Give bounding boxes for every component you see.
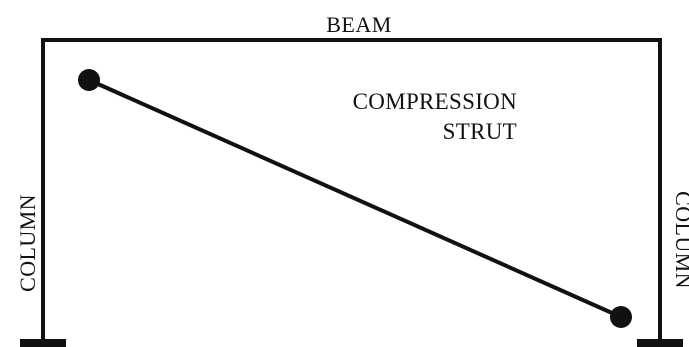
strut-label-line1: COMPRESSION bbox=[353, 89, 517, 114]
right-fixed-support bbox=[637, 339, 683, 347]
right-column-label: COLUMN bbox=[671, 191, 689, 289]
compression-strut bbox=[88, 78, 622, 319]
left-fixed-support bbox=[20, 339, 66, 347]
beam-label: BEAM bbox=[326, 12, 392, 37]
strut-bottom-node bbox=[610, 306, 632, 328]
strut-label-line2: STRUT bbox=[443, 119, 517, 144]
strut-top-node bbox=[78, 69, 100, 91]
left-column-label: COLUMN bbox=[15, 194, 40, 292]
